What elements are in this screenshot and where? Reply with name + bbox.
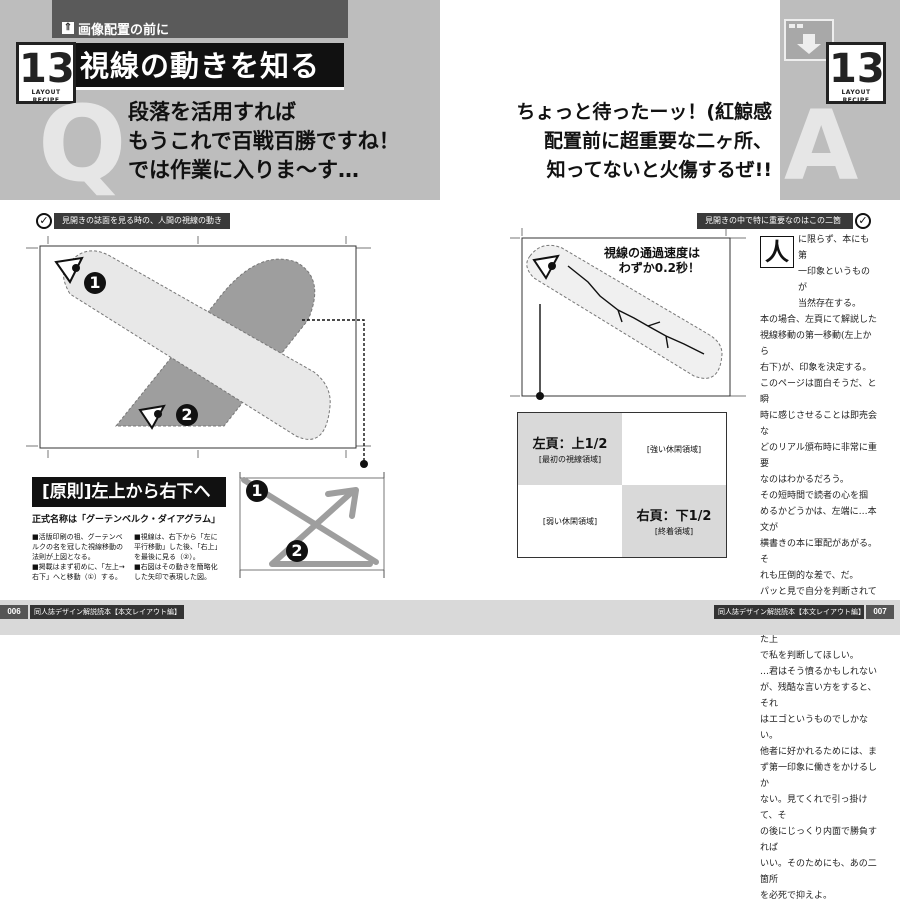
right-section-label: 見開きの中で特に重要なのはこの二箇所 ✓ xyxy=(697,213,871,241)
speed-note-line: 視線の通過速度は xyxy=(604,246,701,260)
arrow-marker-2: 2 xyxy=(286,540,308,562)
q-letter: Q xyxy=(38,83,127,205)
left-footer-text: 同人誌デザイン解説読本【本文レイアウト編】 xyxy=(30,605,184,619)
body-line: めるかどうかは、左端に…本文が xyxy=(760,507,877,533)
body-line: で私を判断してほしい。 xyxy=(760,651,859,661)
section-label-text: 見開きの中で特に重要なのはこの二箇所 xyxy=(697,213,853,241)
drop-cap: 人 xyxy=(760,236,794,268)
question-line: 段落を活用すれば xyxy=(128,100,296,124)
question-text: 段落を活用すれば もうこれで百戦百勝ですね！ では作業に入りま〜す… xyxy=(128,98,400,185)
left-footer-page: 006 xyxy=(0,605,28,619)
quadrant-top-left: 左頁：上1/2 [最初の視線領域] xyxy=(518,413,622,485)
body-line: ない。見てくれで引っ掛けて、そ xyxy=(760,795,868,821)
note-text: ■掲載はまず初めに、「左上→右下」へと移動（①）する。 xyxy=(32,563,125,581)
body-line: 横書きの本に軍配があがる。そ xyxy=(760,539,878,565)
recipe-number: 13 xyxy=(829,46,885,92)
body-text: に限らず、本にも第 一印象というものが 当然存在する。 本の場合、左頁にて解説し… xyxy=(760,232,878,904)
spread-frame xyxy=(39,245,357,449)
arrow-marker-1: 1 xyxy=(246,480,268,502)
body-line: 一印象というものが xyxy=(798,267,871,293)
speed-note: 視線の通過速度は わずか0.2秒！ xyxy=(604,246,700,276)
notes-col-1: ■活版印刷の祖、グーテンベルクの名を冠した視線移動の法則が上図となる。 ■掲載は… xyxy=(32,532,126,582)
body-line: なのはわかるだろう。 xyxy=(760,475,849,485)
principle-heading: [原則]左上から右下へ xyxy=(32,477,226,507)
quadrant-bottom-right: 右頁：下1/2 [終着領域] xyxy=(622,485,726,557)
path-1-band xyxy=(63,250,331,440)
upload-box-icon: ⇑ xyxy=(62,22,74,34)
recipe-badge-right: 13 LAYOUT RECIPE xyxy=(826,42,886,104)
body-line: を必死で抑えよ。 xyxy=(760,891,833,901)
recipe-label: LAYOUT RECIPE xyxy=(31,89,61,104)
right-footer-text: 同人誌デザイン解説読本【本文レイアウト編】 xyxy=(714,605,865,619)
title-bar xyxy=(26,43,344,90)
notes-col-2: ■視線は、右下から「左に平行移動」した後、「右上」を最後に見る（②）。 ■右図は… xyxy=(134,532,224,582)
right-footer-page: 007 xyxy=(866,605,894,619)
eye-icon xyxy=(154,410,162,418)
body-line: れも圧倒的な差で、だ。 xyxy=(760,571,859,581)
quadrant-sub: [弱い休閑領域] xyxy=(542,516,598,526)
check-icon: ✓ xyxy=(855,213,871,229)
eye-icon xyxy=(72,264,80,272)
lightning-crack xyxy=(567,265,705,355)
speed-diagram xyxy=(510,228,746,400)
marker-1: 1 xyxy=(84,272,106,294)
recipe-badge-left: 13 LAYOUT RECIPE xyxy=(16,42,76,104)
body-line: その短時間で読者の心を掴 xyxy=(760,491,869,501)
fast-path-band xyxy=(526,244,723,379)
header-tag: ⇑ 画像配置の前に xyxy=(62,20,170,38)
body-line: はエゴというものでしかない。 xyxy=(760,715,869,741)
note-text: ■視線は、右下から「左に平行移動」した後、「右上」を最後に見る（②）。 xyxy=(134,533,222,561)
body-line: いい。そのためにも、あの二箇所 xyxy=(760,859,877,885)
answer-line: 配置前に超重要な二ヶ所、 xyxy=(543,130,772,152)
question-line: もうこれで百戦百勝ですね！ xyxy=(128,129,400,153)
page-title: 視線の動きを知る xyxy=(80,49,321,83)
eye-icon xyxy=(548,262,556,270)
recipe-label: LAYOUT RECIPE xyxy=(841,89,871,104)
a-letter: A xyxy=(784,90,859,202)
gutenberg-diagram xyxy=(26,236,371,458)
formal-name: 正式名称は「グーテンベルク・ダイアグラム」 xyxy=(32,515,221,525)
section-label-text: 見開きの誌面を見る時の、人間の視線の動き xyxy=(54,213,230,229)
note-text: ■活版印刷の祖、グーテンベルクの名を冠した視線移動の法則が上図となる。 xyxy=(32,533,123,561)
body-line: …君はそう憤るかもしれない xyxy=(760,667,878,677)
body-line: 右下)が、印象を決定する。 xyxy=(760,363,872,373)
quadrant-sub: [強い休閑領域] xyxy=(646,444,702,454)
download-icon xyxy=(784,19,834,61)
body-line: 視線移動の第一移動(左上から xyxy=(760,331,872,357)
left-section-label: ✓ 見開きの誌面を見る時の、人間の視線の動き xyxy=(36,213,230,229)
question-line: では作業に入りま〜す… xyxy=(128,158,359,182)
answer-text: ちょっと待ったーッ！(紅鯨感 配置前に超重要な二ヶ所、 知ってないと火傷するぜ!… xyxy=(502,98,772,185)
body-line: このページは面白そうだ、と瞬 xyxy=(760,379,877,405)
body-line: の後にじっくり内面で勝負すれば xyxy=(760,827,878,853)
body-line: に限らず、本にも第 xyxy=(798,235,870,261)
speed-note-line: わずか0.2秒！ xyxy=(618,261,701,275)
quadrant-title: 左頁：上1/2 xyxy=(532,437,608,452)
body-line: ず第一印象に働きをかけるしか xyxy=(760,763,878,789)
body-line: が、残酷な言い方をすると、それ xyxy=(760,683,877,709)
body-line: 当然存在する。 xyxy=(798,299,862,309)
quadrant-sub: [最初の視線領域] xyxy=(538,455,602,464)
answer-line: ちょっと待ったーッ！(紅鯨感 xyxy=(516,101,772,123)
leader-line xyxy=(302,319,368,468)
body-line: 時に感じさせることは即売会な xyxy=(760,411,878,437)
answer-line: 知ってないと火傷するぜ!! xyxy=(546,159,772,181)
note-text: ■右図はその動きを簡略化した矢印で表現した図。 xyxy=(134,563,218,581)
header-tag-text: 画像配置の前に xyxy=(78,22,170,38)
quadrant-bottom-left: [弱い休閑領域] xyxy=(518,485,622,557)
recipe-number: 13 xyxy=(19,46,75,92)
quadrant-top-right: [強い休閑領域] xyxy=(622,413,726,485)
body-line: 本の場合、左頁にて解説した xyxy=(760,315,878,325)
body-line: どのリアル頒布時に非常に重要 xyxy=(760,443,877,469)
quadrant-grid: 左頁：上1/2 [最初の視線領域] [強い休閑領域] [弱い休閑領域] 右頁：下… xyxy=(517,412,727,558)
check-icon: ✓ xyxy=(36,213,52,229)
quadrant-sub: [終着領域] xyxy=(654,527,694,536)
left-header-dark xyxy=(52,0,348,38)
body-line: 他者に好かれるためには、ま xyxy=(760,747,878,757)
marker-2: 2 xyxy=(176,404,198,426)
quadrant-title: 右頁：下1/2 xyxy=(636,509,712,524)
